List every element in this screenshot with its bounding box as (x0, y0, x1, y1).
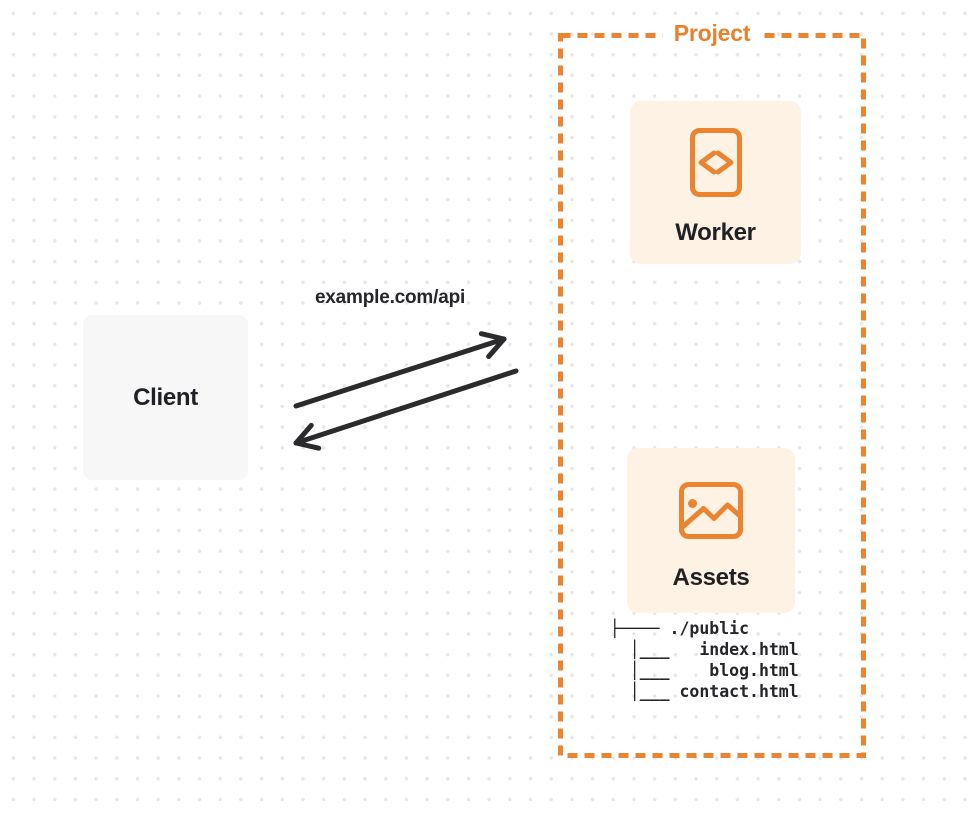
code-file-icon (689, 128, 742, 197)
client-label: Client (133, 383, 198, 411)
response-arrow (293, 368, 519, 451)
project-container: Project Worker Assets ├──── ./public │__… (558, 20, 866, 758)
assets-label: Assets (672, 564, 750, 591)
worker-label: Worker (675, 219, 756, 246)
client-node: Client (83, 315, 248, 480)
request-url-label: example.com/api (314, 287, 466, 308)
project-dashed-border (558, 33, 866, 758)
project-label: Project (662, 20, 762, 47)
image-icon (679, 482, 743, 539)
file-tree: ├──── ./public │___ index.html │___ blog… (609, 619, 799, 701)
worker-node: Worker (630, 101, 801, 264)
request-arrow (293, 331, 507, 409)
assets-node: Assets (627, 448, 795, 613)
